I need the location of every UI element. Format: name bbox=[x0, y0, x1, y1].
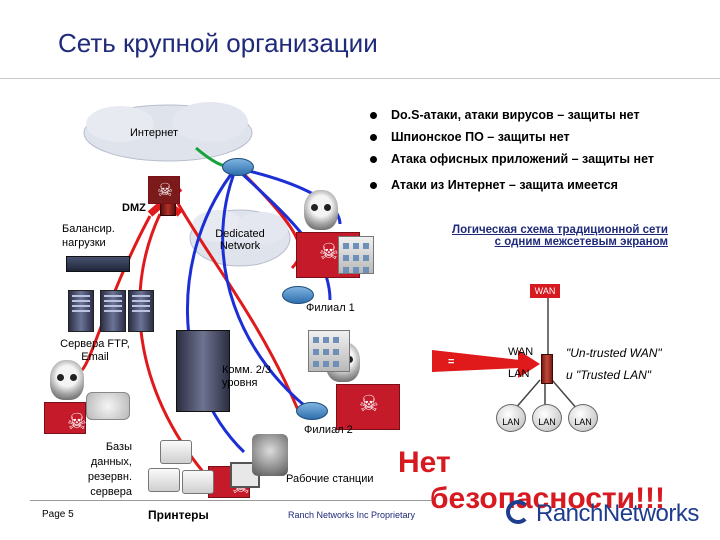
printers-label: Принтеры bbox=[148, 508, 209, 522]
lan-node-icon bbox=[496, 404, 526, 432]
blue-link bbox=[234, 166, 332, 301]
lan-node-label: LAN bbox=[574, 417, 592, 427]
switch-label: Комм. 2/3 уровня bbox=[222, 364, 272, 389]
skull-icon bbox=[304, 190, 338, 230]
router-icon bbox=[296, 402, 328, 420]
bullet-icon bbox=[370, 134, 377, 142]
branch-building-icon bbox=[308, 330, 350, 372]
untrusted-label: "Un-trusted WAN" bbox=[566, 346, 662, 360]
firewall-node-icon bbox=[541, 354, 553, 384]
wan-label: WAN bbox=[508, 346, 534, 358]
pirate-flag-icon: ☠ bbox=[44, 402, 87, 434]
database-icon bbox=[86, 392, 130, 420]
no-security-heading: Нет bbox=[398, 446, 451, 479]
bullet-icon bbox=[370, 112, 377, 120]
blue-link bbox=[235, 166, 342, 225]
company-logo: RanchNetworks bbox=[498, 498, 708, 528]
printer-icon bbox=[182, 470, 214, 494]
title-divider bbox=[0, 78, 720, 79]
equals-arrow bbox=[432, 350, 540, 378]
router-icon bbox=[222, 158, 254, 176]
switch-icon bbox=[176, 330, 230, 412]
printer-icon bbox=[160, 440, 192, 464]
lan-node-icon bbox=[532, 404, 562, 432]
internet-cloud bbox=[83, 102, 253, 162]
threat-item: Шпионское ПО – защиты нет bbox=[370, 130, 570, 144]
dmz-label: DMZ bbox=[122, 202, 146, 214]
page-number: Page 5 bbox=[42, 509, 74, 520]
printer-icon bbox=[148, 468, 180, 492]
proprietary-notice: Ranch Networks Inc Proprietary bbox=[288, 510, 416, 520]
router-icon bbox=[282, 286, 314, 304]
balancer-label: Балансир. нагрузки bbox=[62, 223, 115, 249]
pirate-flag-icon: ☠ bbox=[148, 176, 180, 204]
blue-link bbox=[185, 167, 246, 454]
footer-divider bbox=[30, 500, 432, 501]
wan-top-node: WAN bbox=[530, 284, 560, 298]
lan-node-icon bbox=[568, 404, 598, 432]
lan-label: LAN bbox=[508, 368, 530, 380]
server-icon bbox=[128, 290, 154, 332]
dedicated-network-label: Dedicated Network bbox=[215, 228, 265, 252]
page-title: Сеть крупной организации bbox=[58, 28, 378, 58]
servers-label: Сервера FTP, Email bbox=[60, 338, 130, 363]
equals-sign: = bbox=[448, 356, 455, 368]
bullet-icon bbox=[370, 156, 377, 164]
logo-text: RanchNetworks bbox=[536, 500, 699, 527]
internet-label: Интернет bbox=[130, 127, 178, 139]
red-link bbox=[174, 199, 300, 411]
blue-link bbox=[221, 167, 319, 418]
branch-building-icon bbox=[338, 236, 374, 274]
logical-scheme-heading: Логическая схема традиционной сети с одн… bbox=[452, 224, 668, 248]
threat-item: Атака офисных приложений – защиты нет bbox=[370, 152, 654, 166]
bullet-icon bbox=[370, 182, 377, 190]
threat-item: Do.S-атаки, атаки вирусов – защиты нет bbox=[370, 108, 640, 122]
lan-node-label: LAN bbox=[502, 417, 520, 427]
trusted-label: и "Trusted LAN" bbox=[566, 368, 651, 382]
threat-item: Атаки из Интернет – защита имеется bbox=[370, 178, 618, 192]
load-balancer-icon bbox=[66, 256, 130, 272]
lan-node-label: LAN bbox=[538, 417, 556, 427]
user-photo bbox=[252, 434, 288, 476]
server-icon bbox=[68, 290, 94, 332]
skull-icon bbox=[50, 360, 84, 400]
workstations-label: Рабочие станции bbox=[286, 473, 374, 485]
server-icon bbox=[100, 290, 126, 332]
databases-label: Базы данных, резервн. сервера bbox=[87, 441, 132, 498]
pirate-flag-icon: ☠ bbox=[336, 384, 400, 430]
logo-mark-icon bbox=[506, 500, 530, 524]
branch1-label: Филиал 1 bbox=[306, 302, 355, 314]
branch2-label: Филиал 2 bbox=[304, 424, 353, 436]
no-security-heading: безопасности!!! bbox=[430, 482, 666, 515]
